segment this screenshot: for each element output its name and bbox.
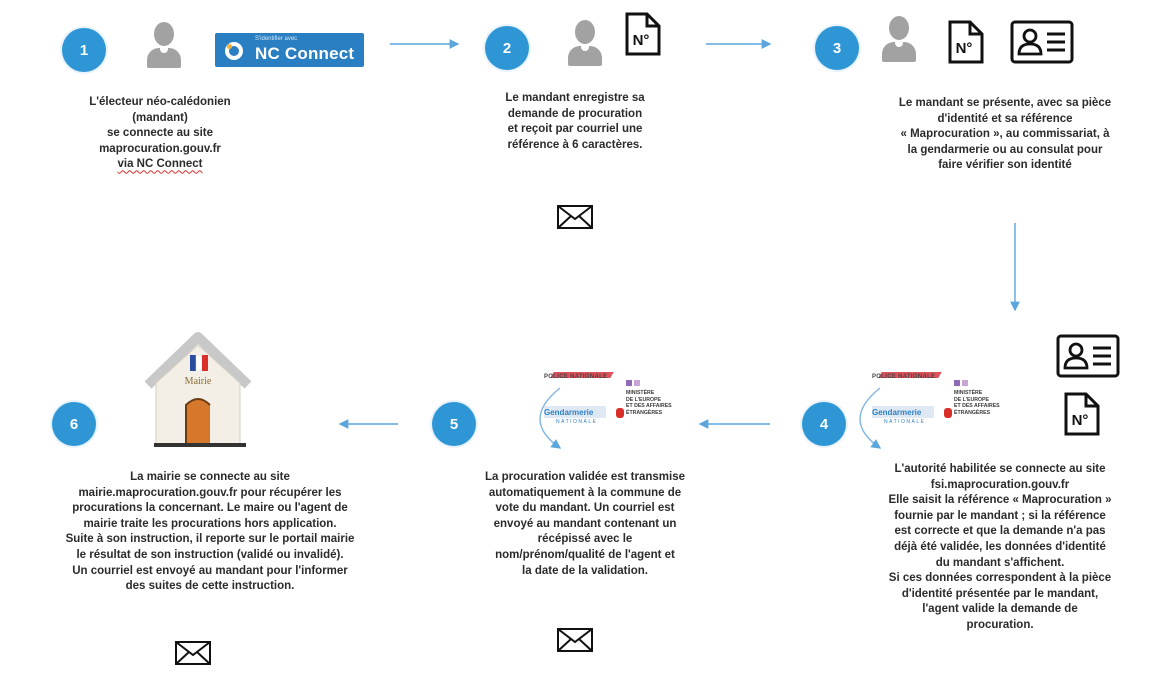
nc-connect-caption: S'identifier avec: [255, 36, 298, 42]
step-2-description: Le mandant enregistre sa demande de proc…: [505, 92, 645, 151]
svg-text:N°: N°: [633, 32, 650, 49]
ministere-label: MINISTÈRE DE L'EUROPE ET DES AFFAIRES ÉT…: [626, 390, 672, 416]
gendarmerie-label: Gendarmerie: [544, 408, 594, 417]
envelope-icon: [557, 628, 593, 652]
person-icon: [880, 16, 918, 66]
curved-arrow: [859, 387, 882, 449]
step-4-circle: 4: [802, 402, 846, 446]
police-nationale-label: POLICE NATIONALE: [872, 374, 936, 380]
police-gendarmerie-logo: POLICE NATIONALE Gendarmerie NATIONALE M…: [858, 370, 1008, 440]
envelope-icon: [175, 641, 211, 665]
gendarmerie-sub-label: NATIONALE: [884, 419, 926, 425]
document-number-icon: N°: [948, 20, 984, 64]
svg-text:N°: N°: [956, 40, 973, 57]
step-6-description: La mairie se connecte au site mairie.map…: [65, 471, 355, 593]
mairie-icon: [144, 332, 252, 447]
person-icon: [145, 22, 183, 72]
envelope-icon: [557, 205, 593, 229]
id-card-icon: [1056, 334, 1120, 378]
nc-connect-badge: S'identifier avec NC Connect: [215, 33, 364, 67]
svg-text:N°: N°: [1072, 412, 1089, 429]
step-3-circle: 3: [815, 26, 859, 70]
police-nationale-label: POLICE NATIONALE: [544, 374, 608, 380]
gendarmerie-label: Gendarmerie: [872, 408, 922, 417]
person-icon: [566, 20, 604, 70]
step-1-description: L'électeur néo-calédonien (mandant) se c…: [89, 96, 231, 171]
step-4-description: L'autorité habilitée se connecte au site…: [888, 463, 1112, 631]
step-3-description: Le mandant se présente, avec sa pièce d'…: [898, 97, 1112, 172]
id-card-icon: [1010, 20, 1074, 64]
ministere-label: MINISTÈRE DE L'EUROPE ET DES AFFAIRES ÉT…: [954, 390, 1000, 416]
mairie-sign: Mairie: [185, 376, 212, 387]
step-2-circle: 2: [485, 26, 529, 70]
nc-connect-logo-icon: [225, 42, 243, 60]
step-5-description: La procuration validée est transmise aut…: [484, 471, 686, 577]
gendarmerie-sub-label: NATIONALE: [556, 419, 598, 425]
document-number-icon: N°: [1064, 392, 1100, 436]
step-1-circle: 1: [62, 28, 106, 72]
document-number-icon: N°: [625, 12, 661, 56]
step-6-circle: 6: [52, 402, 96, 446]
step-5-circle: 5: [432, 402, 476, 446]
nc-connect-title: NC Connect: [255, 44, 355, 63]
curved-arrow: [539, 387, 562, 449]
police-gendarmerie-logo: POLICE NATIONALE Gendarmerie NATIONALE M…: [530, 370, 680, 440]
